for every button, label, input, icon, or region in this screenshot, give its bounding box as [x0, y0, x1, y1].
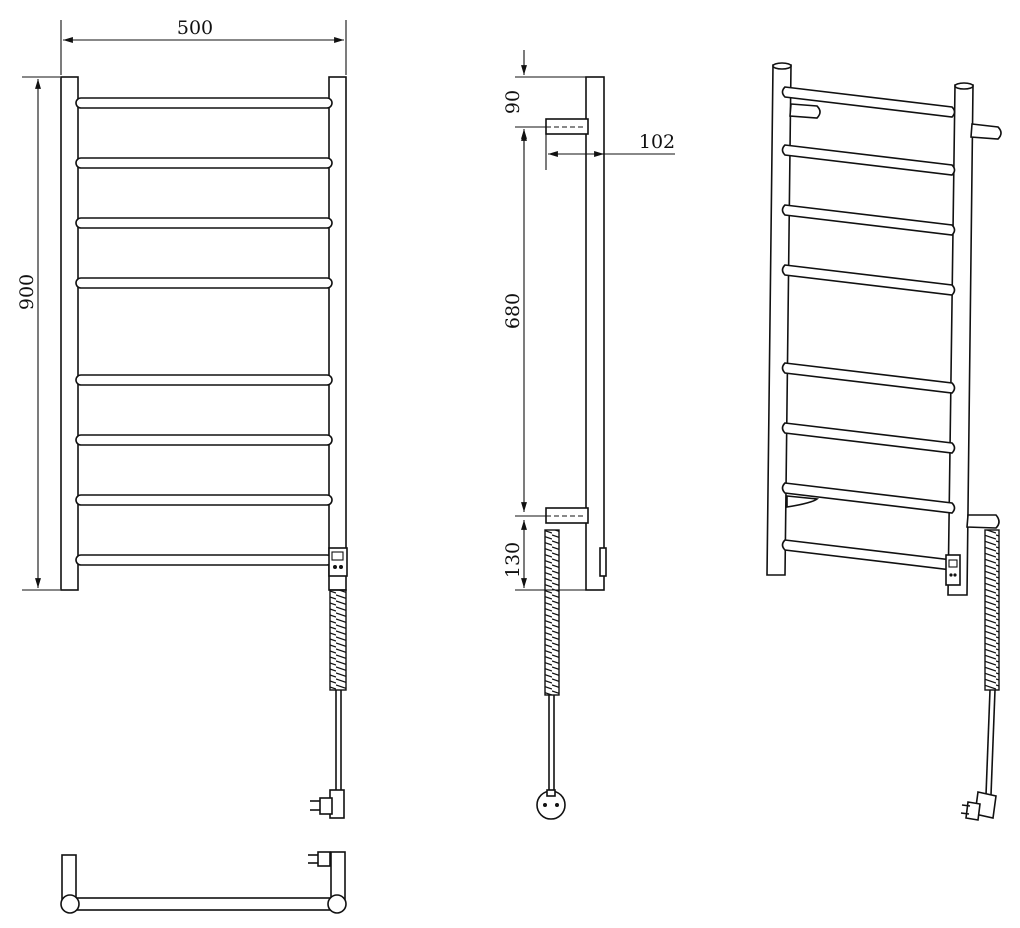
depth-dimension: 102 — [548, 131, 675, 157]
perspective-bar — [781, 362, 956, 394]
perspective-bar — [781, 204, 956, 236]
front-bar — [75, 157, 333, 169]
perspective-left-post — [766, 62, 792, 576]
front-bar — [75, 97, 333, 109]
width-dimension: 500 — [60, 17, 347, 75]
left-post — [60, 76, 79, 591]
front-view: 500 900 — [16, 17, 348, 819]
perspective-view — [766, 62, 1002, 821]
perspective-bar — [781, 264, 956, 296]
side-post — [585, 76, 605, 591]
front-bar — [75, 277, 333, 289]
front-bar — [75, 217, 333, 229]
perspective-bracket-lower-right — [966, 514, 1000, 529]
perspective-coiled-cable-icon — [984, 529, 1000, 796]
top-offset-dimension: 90 — [502, 50, 527, 150]
side-coiled-cable-icon — [544, 529, 560, 790]
perspective-bar — [781, 482, 956, 514]
upper-bracket — [545, 118, 589, 135]
top-left-post — [61, 854, 77, 901]
bottom-offset-label: 130 — [502, 542, 524, 578]
plug-icon — [310, 789, 345, 819]
perspective-right-post — [947, 82, 974, 596]
top-offset-label: 90 — [502, 90, 524, 114]
control-box-icon — [328, 547, 348, 577]
depth-dimension-label: 102 — [639, 131, 675, 153]
perspective-bracket-lower-left — [786, 495, 820, 508]
top-view-plug-icon — [308, 851, 331, 867]
perspective-control-box-icon — [945, 554, 961, 586]
bracket-spacing-dimension: 680 — [502, 131, 527, 512]
lower-bracket — [545, 507, 589, 524]
front-bar — [75, 434, 333, 446]
front-bar — [75, 494, 333, 506]
right-post — [328, 76, 347, 591]
front-bar — [75, 554, 333, 566]
height-dimension-label: 900 — [16, 274, 38, 310]
side-plug-icon — [536, 789, 566, 820]
bottom-offset-dimension: 130 — [502, 520, 527, 588]
perspective-bracket-upper-left — [789, 103, 821, 119]
perspective-plug-icon — [960, 791, 997, 821]
perspective-bar — [781, 422, 956, 454]
top-view — [60, 851, 347, 914]
side-view: 90 680 130 102 — [502, 50, 675, 820]
perspective-bracket-upper-right — [970, 123, 1002, 140]
height-dimension: 900 — [16, 76, 60, 591]
width-dimension-label: 500 — [177, 17, 213, 39]
bracket-spacing-label: 680 — [502, 293, 524, 329]
perspective-bar — [781, 539, 956, 571]
top-bar — [69, 897, 338, 911]
front-bar — [75, 374, 333, 386]
top-right-post — [330, 851, 346, 901]
perspective-bar — [781, 144, 956, 176]
front-bars — [75, 97, 333, 566]
side-control-box-icon — [599, 547, 607, 577]
perspective-bars — [781, 86, 956, 571]
coiled-cable-icon — [329, 589, 347, 790]
perspective-bar — [781, 86, 956, 118]
